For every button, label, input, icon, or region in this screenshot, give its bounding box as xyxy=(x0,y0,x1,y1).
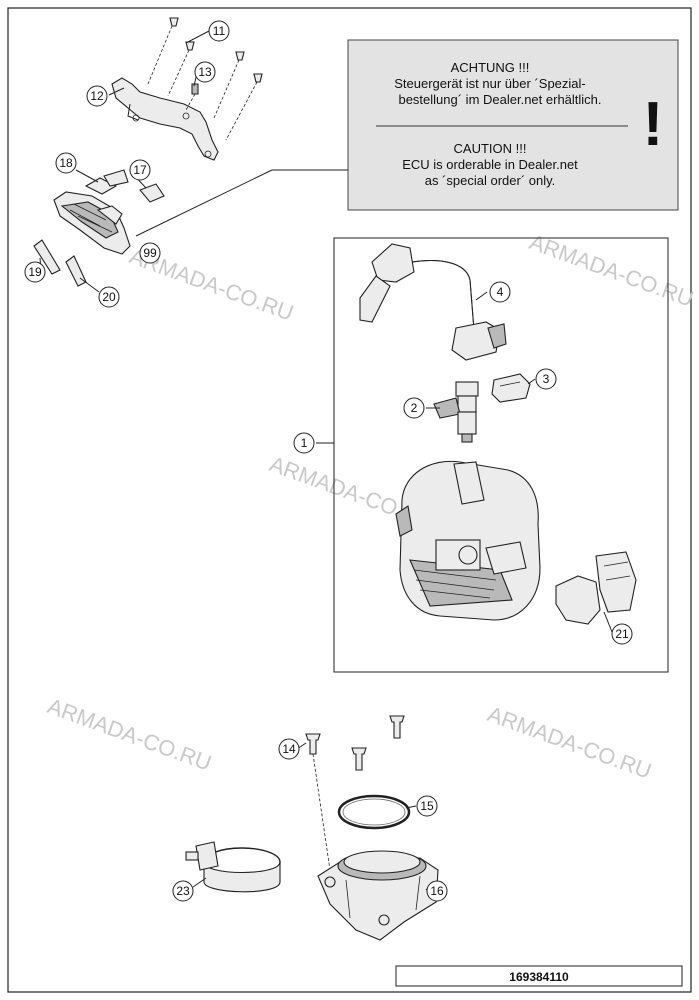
callout-20: 20 xyxy=(98,286,120,308)
svg-text:17: 17 xyxy=(133,163,147,177)
map-sensor xyxy=(555,551,637,625)
callout-4: 4 xyxy=(489,281,511,303)
callout-15: 15 xyxy=(416,795,438,817)
watermark: ARMADA-CO.RU xyxy=(484,701,655,783)
o-ring xyxy=(337,794,411,830)
bracket-screws xyxy=(147,17,263,141)
watermark: ARMADA-CO.RU xyxy=(44,693,215,775)
intake-flange xyxy=(317,850,439,941)
throttle-body-group-box xyxy=(316,237,669,673)
part-number-box xyxy=(395,965,683,987)
fuel-line xyxy=(359,243,507,361)
callout-13: 13 xyxy=(194,61,216,83)
fuel-injector xyxy=(433,381,479,443)
svg-text:15: 15 xyxy=(420,799,434,813)
notice-en-line: ECU is orderable in Dealer.net xyxy=(402,157,578,172)
svg-text:18: 18 xyxy=(59,156,73,170)
callout-leaders xyxy=(39,30,613,891)
ecu-bracket xyxy=(111,77,219,161)
svg-text:19: 19 xyxy=(28,265,42,279)
svg-text:1: 1 xyxy=(301,436,308,450)
callout-19: 19 xyxy=(24,261,46,283)
injector-clip xyxy=(491,373,531,403)
callout-99: 99 xyxy=(139,242,161,264)
group-frame xyxy=(333,237,669,673)
notice-box xyxy=(347,39,679,211)
svg-text:2: 2 xyxy=(411,401,418,415)
notice-de-line: Steuergerät ist nur über ´Spezial- xyxy=(394,76,585,91)
callout-17: 17 xyxy=(129,159,151,181)
svg-text:20: 20 xyxy=(102,290,116,304)
flange-screws xyxy=(305,715,405,871)
hose-clamp xyxy=(185,841,281,893)
svg-text:99: 99 xyxy=(143,246,157,260)
watermark: ARMADA-CO.RU xyxy=(526,229,697,311)
part-number-text: 169384110 xyxy=(509,970,569,984)
svg-text:16: 16 xyxy=(430,884,444,898)
svg-text:11: 11 xyxy=(213,24,226,38)
notice-leader-line xyxy=(135,169,273,237)
page-frame xyxy=(7,7,692,993)
svg-text:13: 13 xyxy=(198,65,212,79)
callout-11: 11 xyxy=(208,20,230,42)
notice-de-line: bestellung´ im Dealer.net erhältlich. xyxy=(398,92,601,107)
svg-text:21: 21 xyxy=(615,627,629,641)
callout-12: 12 xyxy=(86,85,108,107)
callout-23: 23 xyxy=(172,880,194,902)
callout-18: 18 xyxy=(55,152,77,174)
svg-text:23: 23 xyxy=(176,884,190,898)
ecu-unit xyxy=(53,191,131,255)
notice-en-line: as ´special order´ only. xyxy=(425,173,556,188)
svg-text:4: 4 xyxy=(497,285,504,299)
warning-exclamation-icon: ! xyxy=(643,90,664,159)
notice-de-title: ACHTUNG !!! xyxy=(451,60,530,75)
svg-text:14: 14 xyxy=(282,742,296,756)
part-number-footer: 169384110 xyxy=(395,965,683,987)
caution-notice: ACHTUNG !!! Steuergerät ist nur über ´Sp… xyxy=(347,39,679,211)
notice-en-title: CAUTION !!! xyxy=(454,141,527,156)
svg-text:3: 3 xyxy=(543,372,550,386)
svg-text:12: 12 xyxy=(90,89,104,103)
callout-1: 1 xyxy=(293,432,315,454)
callout-21: 21 xyxy=(611,623,633,645)
callout-2: 2 xyxy=(403,397,425,419)
callout-3: 3 xyxy=(535,368,557,390)
throttle-body xyxy=(395,460,541,621)
callout-16: 16 xyxy=(426,880,448,902)
callout-14: 14 xyxy=(278,738,300,760)
